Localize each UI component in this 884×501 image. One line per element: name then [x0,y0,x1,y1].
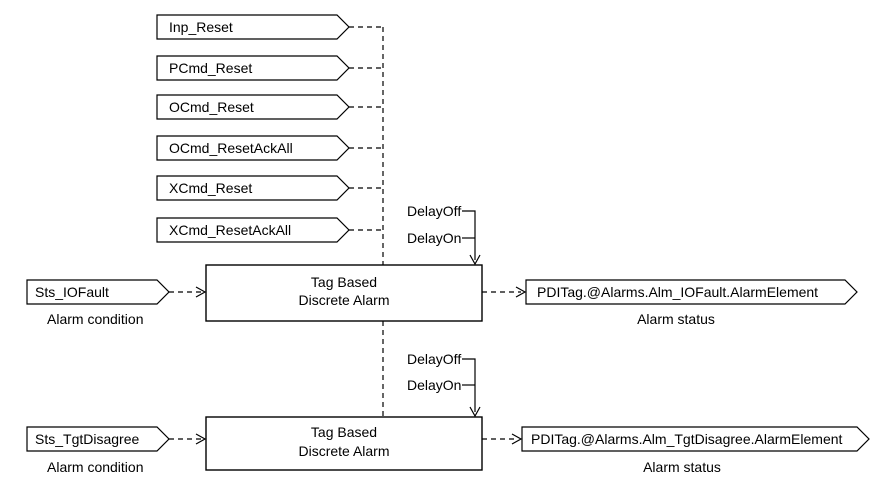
delay-off-line [462,210,476,260]
alarm-status-caption: Alarm status [637,311,715,327]
arrow-head [515,286,527,298]
alarm-condition-caption: Alarm condition [47,311,144,327]
delay-off-label: DelayOff [407,203,461,219]
reset-input-tag-shape [156,217,350,243]
reset-input-tag: XCmd_Reset [156,175,383,201]
alarm-output-tag-label: PDITag.@Alarms.Alm_IOFault.AlarmElement [537,284,818,300]
arrow-head [195,286,207,298]
delay-on-label: DelayOn [407,377,461,393]
reset-input-tag-shape [156,175,350,201]
alarm-block-subtitle: Discrete Alarm [298,443,389,459]
alarm-output-tag-shape [521,426,870,452]
alarm-block-subtitle: Discrete Alarm [298,292,389,308]
alarm-output-tag-label: PDITag.@Alarms.Alm_TgtDisagree.AlarmElem… [531,431,843,447]
reset-input-label: XCmd_Reset [169,180,252,196]
delay-off-label: DelayOff [407,351,461,367]
discrete-alarm-block [205,416,483,471]
alarm-input-tag-shape [26,426,170,452]
alarm-block-title: Tag Based [311,424,377,440]
reset-input-tag: XCmd_ResetAckAll [156,217,383,243]
arrow-head [195,433,207,445]
alarm-row-iofault: Sts_IOFault Alarm condition Tag Based Di… [26,203,858,327]
alarm-block-title: Tag Based [311,274,377,290]
alarm-input-tag-label: Sts_IOFault [35,284,109,300]
delay-off-line [462,358,476,412]
arrow-head [511,433,523,445]
arrow-head [469,254,481,266]
reset-input-label: Inp_Reset [169,19,233,35]
alarm-status-caption: Alarm status [643,459,721,475]
reset-input-tag-shape [156,55,350,81]
reset-input-tag: OCmd_ResetAckAll [156,135,383,161]
reset-input-tag: PCmd_Reset [156,55,383,81]
reset-input-label: XCmd_ResetAckAll [169,222,291,238]
alarm-output-tag-shape [525,279,858,305]
alarm-row-tgtdisagree: Sts_TgtDisagree Alarm condition Tag Base… [26,351,870,475]
reset-input-tag-shape [156,14,350,40]
reset-input-label: OCmd_Reset [169,99,254,115]
alarm-condition-caption: Alarm condition [47,459,144,475]
reset-input-label: PCmd_Reset [169,60,252,76]
reset-input-label: OCmd_ResetAckAll [169,140,293,156]
reset-input-tag: OCmd_Reset [156,94,383,120]
reset-input-tag: Inp_Reset [156,14,383,40]
reset-input-tag-shape [156,94,350,120]
delay-on-label: DelayOn [407,230,461,246]
alarm-input-tag-shape [26,279,170,305]
alarm-input-tag-label: Sts_TgtDisagree [35,431,139,447]
reset-input-tag-shape [156,135,350,161]
arrow-head [469,406,481,418]
discrete-alarm-block [205,264,483,322]
